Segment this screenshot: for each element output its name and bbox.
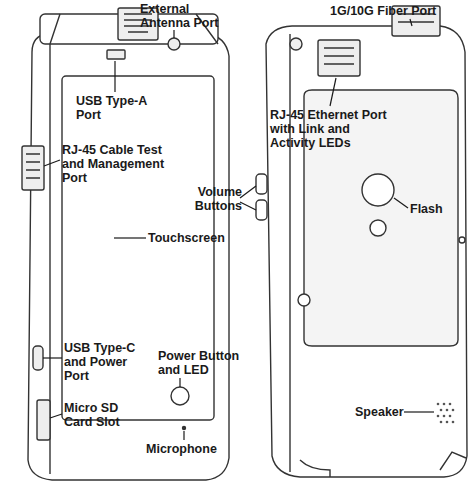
port-pins [26, 154, 40, 178]
callout-label: Power Button and LED [158, 349, 248, 377]
grille-hole [452, 421, 455, 424]
rj45-side-port [22, 146, 44, 190]
callout-label: Touchscreen [148, 231, 238, 245]
callout-label: USB Type-A Port [76, 94, 156, 122]
leader-line [330, 78, 336, 106]
callout-label: Flash [410, 202, 460, 216]
callout-label: External Antenna Port [140, 2, 230, 30]
back-view [256, 6, 467, 477]
speaker-grille [437, 403, 455, 424]
foot [300, 452, 466, 477]
screw [298, 294, 310, 306]
volume-button [256, 174, 267, 194]
power-button [171, 387, 189, 405]
grille-hole [440, 421, 443, 424]
grille-hole [440, 409, 443, 412]
grille-hole [452, 409, 455, 412]
leader-line [183, 431, 184, 440]
usb-a-port [107, 50, 125, 59]
leader-line [50, 414, 62, 418]
usb-c-port [33, 346, 43, 370]
leader-line [410, 19, 412, 26]
grille-hole [449, 403, 452, 406]
microphone-hole [183, 427, 186, 430]
callout-label: Volume Buttons [186, 185, 242, 213]
rj45-ethernet-port [318, 40, 360, 76]
leader-line [43, 357, 62, 358]
leader-line [404, 411, 434, 412]
camera-lens [362, 174, 394, 206]
leader-line [114, 61, 115, 92]
leader-line [179, 378, 180, 387]
port-pins [324, 48, 354, 64]
device-body [28, 33, 229, 480]
callout-label: Speaker [355, 405, 415, 419]
antenna-port [290, 38, 302, 50]
leader-line [173, 30, 174, 38]
volume-button [256, 200, 267, 220]
grille-hole [446, 409, 449, 412]
leader-line [240, 186, 256, 210]
grille-hole [437, 403, 440, 406]
callout-label: RJ-45 Ethernet Port with Link and Activi… [270, 108, 390, 150]
leader-lines [43, 19, 434, 440]
lanyard-hole [459, 237, 465, 243]
leader-line [114, 237, 146, 238]
callout-label: USB Type-C and Power Port [64, 341, 144, 383]
grille-hole [443, 415, 446, 418]
grille-hole [437, 415, 440, 418]
grille-hole [443, 403, 446, 406]
sd-slot [37, 400, 50, 440]
leader-line [44, 160, 60, 166]
device-body [266, 26, 467, 477]
grille-hole [446, 421, 449, 424]
flash-lamp [370, 220, 386, 236]
side-edge [289, 34, 290, 472]
callout-label: Microphone [146, 442, 236, 456]
callout-label: RJ-45 Cable Test and Management Port [62, 143, 174, 185]
leader-line [394, 198, 408, 208]
callout-label: 1G/10G Fiber Port [330, 4, 460, 18]
callout-label: Micro SD Card Slot [64, 401, 134, 429]
grille-hole [449, 415, 452, 418]
antenna-port [168, 38, 180, 50]
